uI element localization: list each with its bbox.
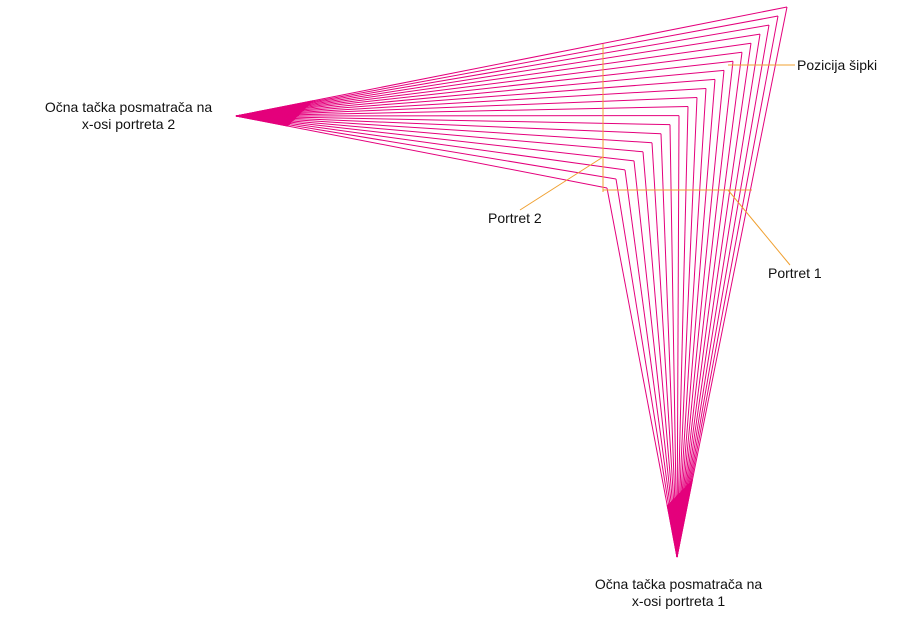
ray-1 (676, 25, 770, 558)
ray-1 (676, 79, 716, 558)
ray-1 (676, 15, 779, 558)
ray-fan-eye-point-1 (606, 6, 788, 558)
ray-1 (676, 34, 761, 558)
ray-2 (235, 115, 608, 189)
ray-2 (235, 106, 689, 117)
ray-1 (633, 160, 678, 558)
ray-1 (676, 115, 680, 558)
eye-point-1-label-line-1: Očna tačka posmatrača na (594, 576, 763, 592)
ray-2 (235, 24, 770, 117)
ray-1 (676, 70, 725, 558)
ray-1 (676, 97, 698, 558)
ray-2 (235, 33, 761, 117)
portrait-2-leader (519, 156, 604, 211)
ray-2 (235, 97, 698, 117)
ray-1 (676, 6, 788, 558)
ray-2 (235, 115, 653, 144)
portrait-2-label: Portret 2 (488, 210, 542, 226)
ray-2 (235, 42, 752, 117)
ray-2 (235, 115, 644, 153)
ray-1 (676, 88, 707, 558)
ray-1-tip (676, 479, 693, 558)
eye-point-1-label: Očna tačka posmatrača na x-osi portreta … (576, 576, 781, 610)
bar-position-label: Pozicija šipki (797, 57, 878, 73)
ray-1 (676, 61, 734, 558)
ray-2 (235, 87, 707, 117)
ray-2 (235, 115, 626, 171)
ray-2 (235, 115, 671, 126)
ray-2 (235, 69, 725, 117)
eye-point-2-label-line-1: Očna tačka posmatrača na (44, 99, 213, 115)
ray-1 (660, 133, 678, 558)
leader-lines (519, 44, 795, 266)
ray-1 (651, 142, 678, 558)
ray-2 (235, 51, 743, 117)
ray-1 (642, 151, 678, 558)
ray-1 (615, 178, 678, 558)
ray-1 (676, 106, 689, 558)
ray-2 (235, 115, 617, 180)
ray-2 (235, 78, 716, 117)
ray-1 (676, 43, 752, 558)
ray-2 (235, 115, 635, 162)
ray-2 (235, 6, 788, 117)
ray-2 (235, 115, 662, 135)
ray-2-tip (235, 100, 314, 117)
ray-2 (235, 15, 779, 117)
portrait-1-leader (727, 189, 791, 266)
eye-point-2-label-line-2: x-osi portreta 2 (81, 116, 176, 132)
ray-fan-eye-point-2 (235, 6, 788, 189)
portrait-1-label: Portret 1 (768, 265, 822, 281)
ray-1 (606, 187, 678, 558)
ray-1 (676, 52, 743, 558)
ray-2 (235, 60, 734, 117)
eye-point-1-label-line-2: x-osi portreta 1 (631, 593, 726, 609)
eye-point-2-label: Očna tačka posmatrača na x-osi portreta … (26, 99, 231, 133)
ray-1 (669, 124, 678, 558)
ray-1 (624, 169, 678, 558)
